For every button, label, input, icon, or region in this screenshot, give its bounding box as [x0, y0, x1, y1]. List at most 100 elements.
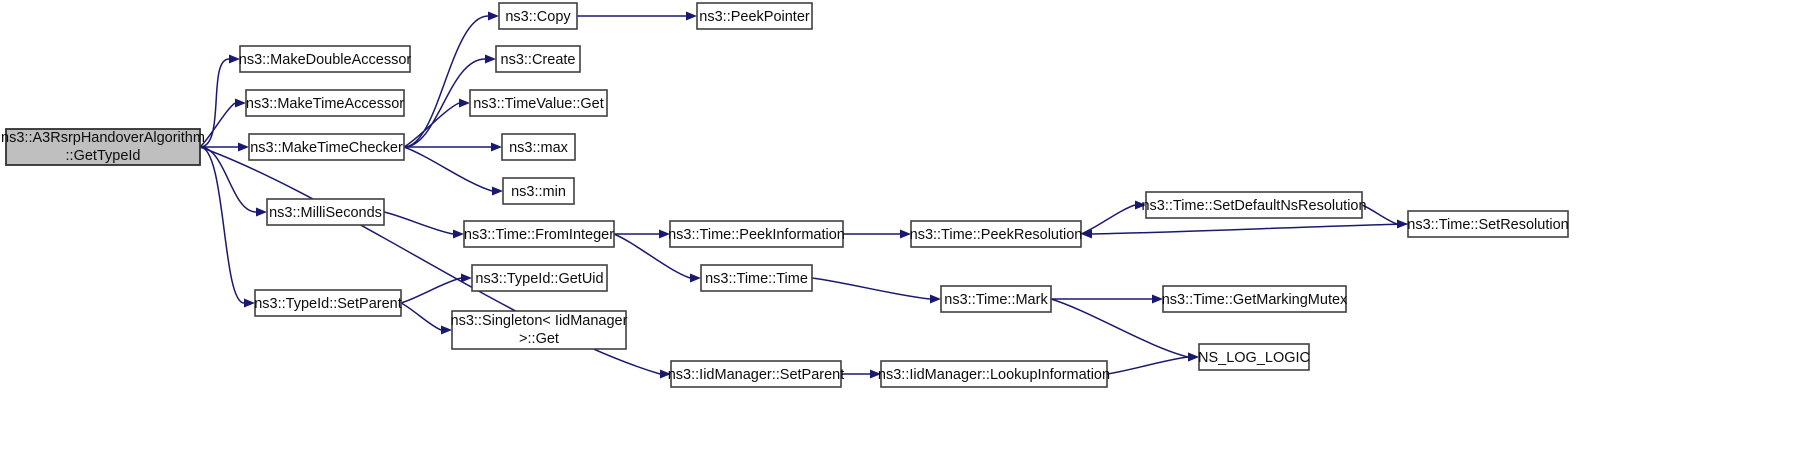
graph-node-singletonIidGet[interactable]: ns3::Singleton< IidManager>::Get: [451, 310, 628, 350]
node-label-singletonIidGet-line1: ns3::Singleton< IidManager: [451, 313, 628, 329]
node-label-timeTime: ns3::Time::Time: [705, 271, 808, 287]
edge-line: [199, 102, 236, 148]
node-box-setDefaultNsRes[interactable]: [1145, 191, 1363, 219]
node-box-root[interactable]: [5, 128, 201, 166]
edge-line: [403, 102, 460, 148]
node-box-timeTime[interactable]: [700, 264, 813, 292]
graph-edge-timeFromInteger-to-timeTime: [613, 233, 701, 283]
edge-line: [199, 146, 245, 304]
edge-arrowhead: [238, 142, 249, 152]
node-box-typeIdGetUid[interactable]: [471, 264, 608, 292]
node-box-peekPointer[interactable]: [696, 2, 813, 30]
graph-edge-iidSetParent-to-iidLookupInfo: [841, 369, 881, 379]
edge-arrowhead: [900, 229, 911, 239]
graph-node-iidSetParent[interactable]: ns3::IidManager::SetParent: [668, 360, 845, 388]
edge-arrowhead: [659, 229, 670, 239]
node-label-copy: ns3::Copy: [505, 9, 571, 25]
node-box-getMarkingMutex[interactable]: [1162, 285, 1347, 313]
graph-edge-root-to-iidSetParent: [199, 146, 671, 379]
node-label-timeFromInteger: ns3::Time::FromInteger: [464, 227, 614, 243]
node-box-create[interactable]: [495, 45, 581, 73]
graph-node-max[interactable]: ns3::max: [501, 133, 576, 161]
edge-line: [1080, 204, 1136, 235]
edge-line: [403, 15, 489, 148]
graph-node-nsLogLogic[interactable]: NS_LOG_LOGIC: [1198, 343, 1310, 371]
node-box-timeFromInteger[interactable]: [463, 220, 615, 248]
edge-arrowhead: [235, 98, 246, 108]
graph-node-timePeekInfo[interactable]: ns3::Time::PeekInformation: [668, 220, 845, 248]
graph-node-timeTime[interactable]: ns3::Time::Time: [700, 264, 813, 292]
node-box-min[interactable]: [502, 177, 575, 205]
node-box-timePeekInfo[interactable]: [669, 220, 844, 248]
graph-node-setResolution[interactable]: ns3::Time::SetResolution: [1407, 210, 1569, 238]
graph-node-setDefaultNsRes[interactable]: ns3::Time::SetDefaultNsResolution: [1141, 191, 1367, 219]
node-box-setResolution[interactable]: [1407, 210, 1569, 238]
edge-arrowhead: [1135, 200, 1146, 210]
edge-arrowhead: [229, 54, 240, 64]
graph-edge-root-to-makeTimeAccessor: [199, 98, 246, 148]
graph-node-milliSeconds[interactable]: ns3::MilliSeconds: [266, 198, 385, 226]
node-box-iidLookupInfo[interactable]: [880, 360, 1108, 388]
node-label-nsLogLogic: NS_LOG_LOGIC: [1198, 350, 1310, 366]
node-label-max: ns3::max: [509, 140, 569, 156]
node-label-root-line1: ns3::A3RsrpHandoverAlgorithm: [1, 130, 205, 146]
graph-node-typeIdGetUid[interactable]: ns3::TypeId::GetUid: [471, 264, 608, 292]
edge-line: [199, 146, 661, 375]
node-box-makeDoubleAccessor[interactable]: [239, 45, 411, 73]
node-label-create: ns3::Create: [501, 52, 576, 68]
graph-edge-root-to-typeIdSetParent: [199, 146, 255, 308]
edge-arrowhead: [492, 186, 503, 196]
graph-node-timeFromInteger[interactable]: ns3::Time::FromInteger: [463, 220, 615, 248]
graph-node-timeMark[interactable]: ns3::Time::Mark: [940, 285, 1052, 313]
node-box-typeIdSetParent[interactable]: [254, 289, 402, 317]
edge-line: [613, 233, 691, 279]
node-label-setResolution: ns3::Time::SetResolution: [1407, 217, 1568, 233]
graph-edge-root-to-makeTimeChecker: [200, 142, 249, 152]
graph-edge-timeTime-to-timeMark: [811, 277, 941, 304]
graph-node-timeValueGet[interactable]: ns3::TimeValue::Get: [469, 89, 608, 117]
graph-edge-typeIdSetParent-to-singletonIidGet: [400, 302, 452, 335]
edge-arrowhead: [441, 325, 452, 335]
graph-node-makeDoubleAccessor[interactable]: ns3::MakeDoubleAccessor: [239, 45, 412, 73]
graph-node-makeTimeAccessor[interactable]: ns3::MakeTimeAccessor: [245, 89, 405, 117]
graph-edge-setResolution-to-timePeekResolution: [1081, 223, 1409, 239]
edge-arrowhead: [686, 11, 697, 21]
node-box-singletonIidGet[interactable]: [451, 310, 627, 350]
graph-node-makeTimeChecker[interactable]: ns3::MakeTimeChecker: [248, 133, 405, 161]
node-box-max[interactable]: [501, 133, 576, 161]
graph-node-root[interactable]: ns3::A3RsrpHandoverAlgorithm::GetTypeId: [1, 128, 205, 166]
graph-node-timePeekResolution[interactable]: ns3::Time::PeekResolution: [910, 220, 1083, 248]
node-box-makeTimeAccessor[interactable]: [245, 89, 405, 117]
graph-edge-timePeekResolution-to-setDefaultNsRes: [1080, 200, 1146, 235]
edge-arrowhead: [660, 369, 671, 379]
edge-arrowhead: [256, 207, 267, 217]
graph-node-min[interactable]: ns3::min: [502, 177, 575, 205]
node-layer: ns3::A3RsrpHandoverAlgorithm::GetTypeIdn…: [1, 2, 1569, 388]
graph-edge-typeIdSetParent-to-typeIdGetUid: [400, 273, 472, 304]
node-box-timeMark[interactable]: [940, 285, 1052, 313]
edge-arrowhead: [453, 229, 464, 239]
node-label-milliSeconds: ns3::MilliSeconds: [269, 205, 382, 221]
edge-arrowhead: [930, 294, 941, 304]
node-box-nsLogLogic[interactable]: [1198, 343, 1310, 371]
graph-node-getMarkingMutex[interactable]: ns3::Time::GetMarkingMutex: [1162, 285, 1348, 313]
node-label-iidLookupInfo: ns3::IidManager::LookupInformation: [878, 367, 1110, 383]
edge-line: [383, 211, 454, 235]
graph-node-typeIdSetParent[interactable]: ns3::TypeId::SetParent: [254, 289, 402, 317]
node-label-singletonIidGet-line2: >::Get: [519, 331, 559, 347]
node-box-makeTimeChecker[interactable]: [248, 133, 405, 161]
graph-node-copy[interactable]: ns3::Copy: [498, 2, 578, 30]
graph-node-create[interactable]: ns3::Create: [495, 45, 581, 73]
graph-edge-copy-to-peekPointer: [577, 11, 697, 21]
node-label-timePeekInfo: ns3::Time::PeekInformation: [668, 227, 845, 243]
node-box-iidSetParent[interactable]: [670, 360, 842, 388]
graph-edge-root-to-makeDoubleAccessor: [199, 54, 240, 148]
graph-node-peekPointer[interactable]: ns3::PeekPointer: [696, 2, 813, 30]
node-box-timePeekResolution[interactable]: [910, 220, 1082, 248]
node-box-timeValueGet[interactable]: [469, 89, 608, 117]
node-box-copy[interactable]: [498, 2, 578, 30]
graph-edge-makeTimeChecker-to-min: [403, 146, 503, 196]
node-box-milliSeconds[interactable]: [266, 198, 385, 226]
graph-node-iidLookupInfo[interactable]: ns3::IidManager::LookupInformation: [878, 360, 1110, 388]
edge-line: [403, 146, 493, 192]
